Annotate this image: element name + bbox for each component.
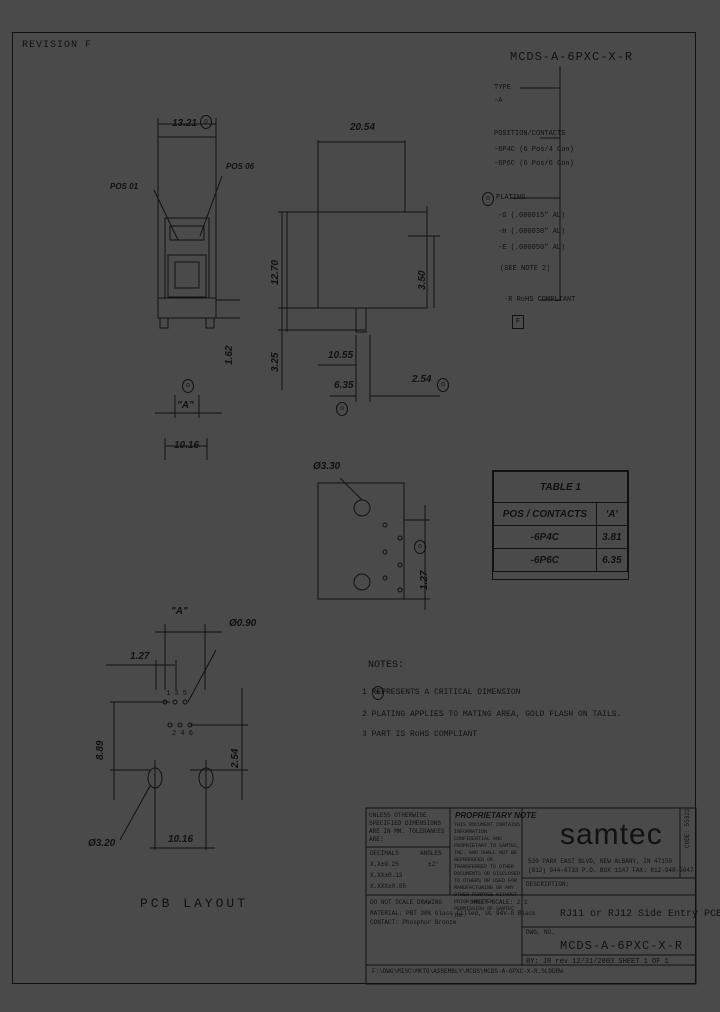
notes-title: NOTES: xyxy=(368,660,405,671)
dim-2-54: 2.54 xyxy=(412,374,432,385)
type-label: TYPE xyxy=(494,84,511,92)
dim-dia-3-30: Ø3.30 xyxy=(313,461,341,472)
angles-label: ANGLES xyxy=(420,850,442,857)
decimals-label: DECIMALS xyxy=(370,850,399,857)
dim-10-16: 10.16 xyxy=(174,440,200,451)
dim-1-27: 1.27 xyxy=(419,570,430,590)
tolerance-value: X.XXX±0.05 xyxy=(370,883,407,890)
table-header: POS / CONTACTS xyxy=(493,502,597,526)
footer-rev: BY: JR rev 12/31/2003 SHEET 1 OF 1 xyxy=(526,958,669,966)
revision-box: F xyxy=(512,315,524,329)
dim-3-50: 3.50 xyxy=(417,270,428,290)
proprietary-heading: PROPRIETARY NOTE xyxy=(455,811,537,820)
dim-8-89: 8.89 xyxy=(95,740,106,760)
table-cell: 6.35 xyxy=(595,548,629,572)
critical-symbol-icon: ⊙ xyxy=(336,400,348,418)
dim-12-70: 12.70 xyxy=(270,259,281,285)
note-item: 2 PLATING APPLIES TO MATING AREA, GOLD F… xyxy=(362,710,622,719)
description-label: DESCRIPTION: xyxy=(526,881,570,888)
contact-note: CONTACT: Phosphor Bronze xyxy=(370,919,457,926)
position-label: POSITION/CONTACTS xyxy=(494,130,566,138)
dim-a-pcb: "A" xyxy=(171,606,188,617)
table-cell: -6P4C xyxy=(493,525,597,549)
dim-3-25: 3.25 xyxy=(270,352,281,372)
samtec-logo: samtec xyxy=(560,818,663,851)
note-item: 1 REPRESENTS A CRITICAL DIMENSION xyxy=(362,688,521,697)
dim-1-62: 1.62 xyxy=(224,345,235,365)
critical-symbol-icon: ⊙ xyxy=(414,538,426,556)
dim-10-55: 10.55 xyxy=(328,350,354,361)
no-scale-note: DO NOT SCALE DRAWING xyxy=(370,899,443,906)
type-value: -A xyxy=(494,97,503,105)
dim-dia-0-90: Ø0.90 xyxy=(229,618,257,629)
tolerance-value: X.X±0.25 xyxy=(370,861,399,868)
table-cell: -6P6C xyxy=(493,548,597,572)
revision-label: REVISION F xyxy=(22,40,93,51)
plating-option: -G (.000015" AU) xyxy=(498,212,566,220)
plating-note: (SEE NOTE 2) xyxy=(500,265,551,273)
note-item: 3 PART IS RoHS COMPLIANT xyxy=(362,730,478,739)
drawing-sheet xyxy=(12,32,696,984)
side-body xyxy=(286,211,428,309)
pos-06-label: POS 06 xyxy=(226,162,255,171)
pos-01-label: POS 01 xyxy=(110,182,139,191)
description-value: RJ11 or RJ12 Side Entry PCB Jack xyxy=(560,909,720,920)
dwg-no-label: DWG. NO. xyxy=(526,929,555,936)
file-path: F:\DWG\MISC\MKTG\ASSEMBLY\MCDS\MCDS-A-6P… xyxy=(372,968,563,975)
dim-6-35: 6.35 xyxy=(334,380,354,391)
plating-option: -H (.000030" AU) xyxy=(498,228,566,236)
position-option: -6P4C (6 Pos/4 Con) xyxy=(494,146,574,154)
dim-a: "A" xyxy=(177,400,194,411)
plating-label: PLATING xyxy=(496,194,526,202)
critical-symbol-icon: ⊙ xyxy=(182,377,194,395)
dim-1-27-pcb: 1.27 xyxy=(130,651,150,662)
critical-symbol-icon: ⊙ xyxy=(482,190,494,208)
plating-option: -E (.000050" AU) xyxy=(498,244,566,252)
proprietary-text: THIS DOCUMENT CONTAINS INFORMATION CONFI… xyxy=(454,822,521,919)
company-code: CODE: 55322 xyxy=(684,808,691,848)
table-cell: 3.81 xyxy=(595,525,629,549)
rohs-label: -R RoHS COMPLIANT xyxy=(504,296,576,304)
angle-tolerance: ±2° xyxy=(428,861,439,868)
table-title: TABLE 1 xyxy=(493,471,628,503)
dim-13-21: 13.21 xyxy=(172,118,198,129)
dim-20-54: 20.54 xyxy=(350,122,376,133)
dim-2-54-pcb: 2.54 xyxy=(230,748,241,768)
table-row: -6P6C 6.35 xyxy=(493,548,629,572)
part-number-title: MCDS-A-6PXC-X-R xyxy=(510,50,634,64)
tolerance-value: X.XX±0.13 xyxy=(370,872,403,879)
critical-symbol-icon: ⊙ xyxy=(437,376,449,394)
table-1: TABLE 1 POS / CONTACTS 'A' -6P4C 3.81 -6… xyxy=(492,470,629,580)
dwg-no-value: MCDS-A-6PXC-X-R xyxy=(560,939,684,953)
company-phone: (812) 944-6733 P.O. BOX 1147 FAX: 812-94… xyxy=(528,867,694,874)
critical-symbol-icon: ⊙ xyxy=(372,684,384,702)
hole-numbers-bottom: 2 4 6 xyxy=(172,730,194,738)
critical-symbol-icon: ⊙ xyxy=(200,113,212,131)
company-address: 520 PARK EAST BLVD, NEW ALBANY, IN 47150 xyxy=(528,858,673,865)
table-row: -6P4C 3.81 xyxy=(493,525,629,549)
sheet-scale: SHEET SCALE: 2:1 xyxy=(470,899,528,906)
material-note: MATERIAL: PBT 30% Glass Filled, UL 94V-0… xyxy=(370,910,536,917)
dim-dia-3-20: Ø3.20 xyxy=(88,838,116,849)
table-header: 'A' xyxy=(595,502,629,526)
position-option: -6P6C (6 Pos/6 Con) xyxy=(494,160,574,168)
dim-10-16-pcb: 10.16 xyxy=(168,834,194,845)
hole-numbers-top: 1 3 5 xyxy=(166,690,188,698)
tolerance-heading: UNLESS OTHERWISE SPECIFIED DIMENSIONS AR… xyxy=(369,812,445,843)
pcb-layout-label: PCB LAYOUT xyxy=(140,896,249,911)
